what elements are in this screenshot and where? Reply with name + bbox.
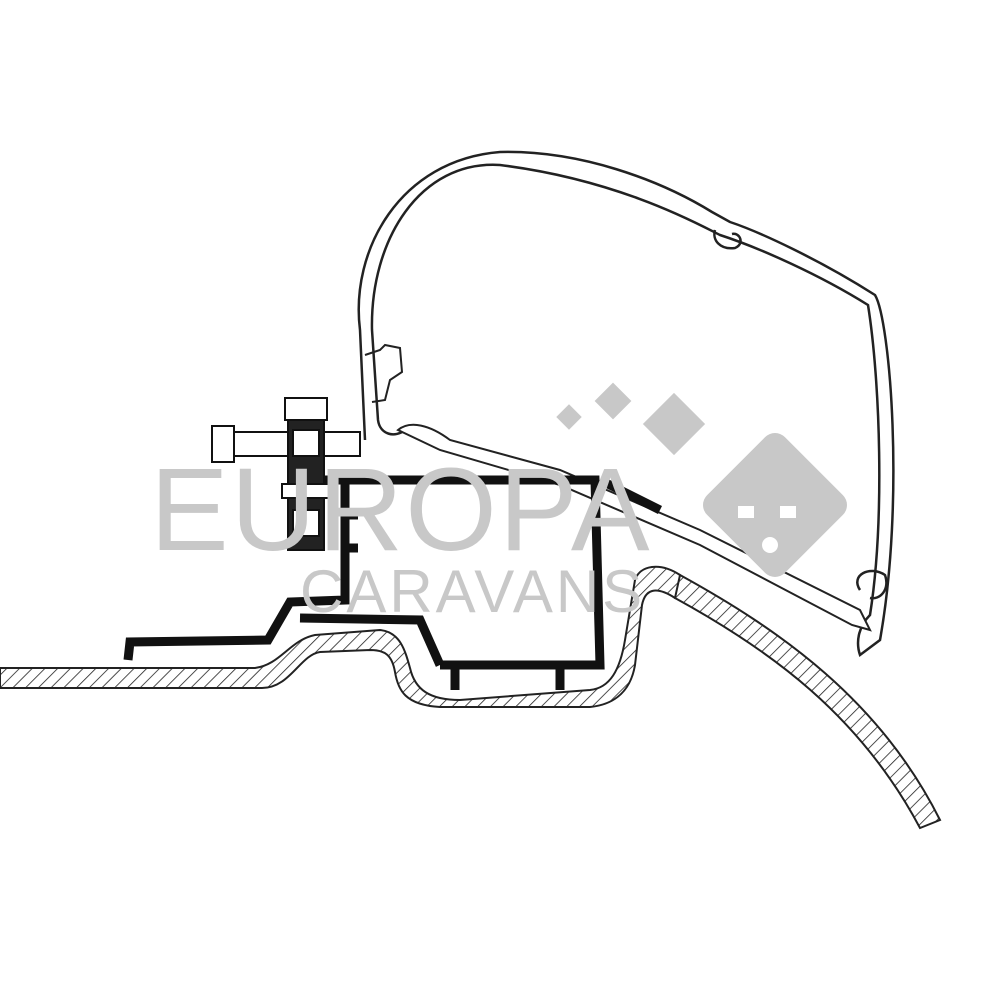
adapter-profile xyxy=(123,475,663,690)
awning-lower-profile xyxy=(396,423,872,632)
watermark-text-caravans: CARAVANS xyxy=(300,558,645,625)
watermark-text-europa: EUROPA xyxy=(150,444,652,576)
bolt-assembly xyxy=(211,397,361,551)
awning-clip-top xyxy=(713,229,742,250)
vehicle-roof-curve xyxy=(673,573,942,830)
awning-hook xyxy=(364,343,404,403)
awning-clip-bottom xyxy=(856,569,888,600)
awning-casing xyxy=(357,150,895,658)
watermark-logo: EUROPA CARAVANS xyxy=(150,382,847,625)
